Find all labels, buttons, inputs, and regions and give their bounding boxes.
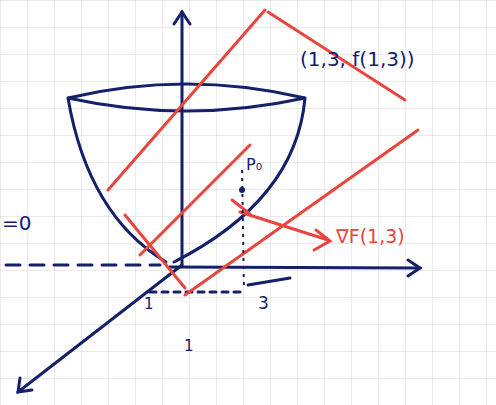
gradient-label: ∇F(1,3) <box>336 226 405 247</box>
point-label: (1,3, f(1,3)) <box>300 48 415 70</box>
plane-equation: =0 <box>2 212 31 234</box>
tick-label: 1 <box>144 296 154 313</box>
point-name: P₀ <box>246 156 262 174</box>
tick-label: 1 <box>184 338 194 355</box>
point <box>239 187 245 193</box>
tick-label: 3 <box>258 294 269 313</box>
tangent-plane <box>108 10 418 295</box>
